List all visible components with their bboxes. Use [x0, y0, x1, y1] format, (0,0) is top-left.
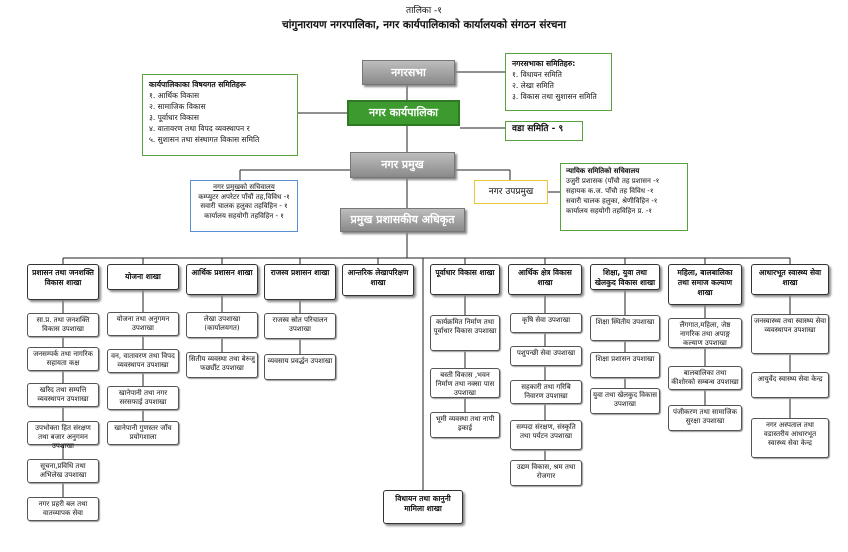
- sub-branch: खानेपानी गुणस्तर जाँच प्रयोगशाला: [107, 421, 179, 445]
- sub-branch: सा.प्र. तथा जनशक्ति विकास उपशाखा: [27, 313, 99, 337]
- branch-head: आर्थिक प्रशासन शाखा: [186, 264, 258, 295]
- committee-item: २. लेखा समिति: [512, 81, 554, 90]
- committee-item: ३. विकास तथा सुशासन समिति: [512, 92, 597, 101]
- sub-branch: खानेपानी तथा नगर सरसफाई उपशाखा: [107, 386, 179, 410]
- sub-branch: उद्यम विकास, श्रम तथा रोजगार: [510, 460, 582, 486]
- sub-branch: सहकारी तथा गरिबि निवारण उपशाखा: [510, 380, 582, 404]
- sub-branch: सूचना,प्रविधि तथा अभिलेख उपशाखा: [27, 459, 99, 483]
- sub-branch: राजस्व स्रोत परिचालन उपशाखा: [264, 313, 336, 339]
- sub-branch: आयुर्वेद स्वास्थ्य सेवा केन्द्र: [751, 372, 829, 398]
- sub-branch: जनसम्पर्क तथा नागरिक सहायता कक्ष: [27, 347, 99, 371]
- branch-head: प्रशासन तथा जनशक्ति विकास शाखा: [27, 264, 99, 300]
- sub-branch: सम्पदा संरक्षण, संस्कृति तथा पर्यटन उपशा…: [510, 420, 582, 450]
- karyapalika-committees: कार्यपालिकाका विषयगत समितिहरू १. आर्थिक …: [142, 74, 298, 156]
- judicial-secretariat: न्यायिक समितिको सचिवालय उजुरी प्रशासक (प…: [560, 163, 688, 231]
- branch-head: आधारभूत स्वास्थ्य सेवा शाखा: [751, 264, 829, 295]
- judicial-item: सवारी चालक हलुका, श्रेणीविहिन -१: [566, 197, 658, 205]
- sub-branch: युवा तथा खेलकुद विकास उपशाखा: [590, 388, 660, 414]
- judicial-item: कार्यालय सहयोगी तहविहिन प्र. -१: [566, 207, 653, 215]
- committee-item: १. विधायन समिति: [512, 70, 562, 79]
- branch-head: पूर्वाधार विकास शाखा: [430, 264, 500, 295]
- sub-branch: योजना तथा अनुगमन उपशाखा: [107, 312, 179, 336]
- sub-branch: व्यवसाय प्रवर्द्धन उपशाखा: [264, 354, 336, 380]
- karyapalika-committees-heading: कार्यपालिकाका विषयगत समितिहरू: [149, 80, 246, 89]
- sub-branch: पशुपन्छी सेवा उपशाखा: [510, 346, 582, 366]
- branch-head: शिक्षा, युवा तथा खेलकुद विकास शाखा: [590, 264, 660, 290]
- branch-head: राजस्व प्रशासन शाखा: [264, 264, 336, 300]
- sub-branch: कार्यक्रमित निर्माण तथा पूर्वाधार विकास …: [430, 315, 500, 351]
- committee-item: २. सामाजिक विकास: [149, 102, 206, 111]
- judicial-item: सहायक क.ज. पाँचौ तह विविध -१: [566, 187, 654, 195]
- vidhayan-branch: विधायन तथा कानुनी मामिला शाखा: [383, 490, 463, 524]
- branch-head: आर्थिक क्षेत्र विकास शाखा: [508, 264, 582, 295]
- branch-head: आन्तरिक लेखापरिक्षण शाखा: [342, 264, 414, 296]
- secretariat-item: कम्प्युटर अपरेटर पाँचौं तह,विविध -१: [198, 192, 290, 201]
- committee-item: ३. पूर्वाधार विकास: [149, 113, 199, 122]
- nagar-upapramukh-box: नगर उपप्रमुख: [474, 180, 548, 204]
- sub-branch: पंजीकरण तथा सामाजिक सुरक्षा उपशाखा: [668, 405, 742, 431]
- committee-item: ४. वातावरण तथा विपद व्यवस्थापन र: [149, 124, 250, 133]
- pramukh-prashasakiya-box: प्रमुख प्रशासकीय अधिकृत: [340, 208, 465, 232]
- sub-branch: नगर प्रहरी बल तथा वातव्यापक सेवा: [27, 497, 99, 521]
- sub-branch: बालबालिका तथा कीशोरको सम्बन्ध उपशाखा: [668, 366, 742, 390]
- secretariat-heading: नगर प्रमुखको सचिवालय: [213, 183, 275, 191]
- nagar-karyapalika-box: नगर कार्यपालिका: [347, 100, 460, 126]
- nagar-pramukh-box: नगर प्रमुख: [350, 152, 455, 178]
- sub-branch: कृषि सेवा उपशाखा: [510, 313, 582, 333]
- pramukh-secretariat: नगर प्रमुखको सचिवालय कम्प्युटर अपरेटर पा…: [190, 180, 298, 232]
- sub-branch: उपभोक्ता हित संरक्षण तथा बजार अनुगमन उपश…: [27, 421, 99, 450]
- secretariat-item: सवारी चालक हलुका तहविहिन - १: [200, 202, 288, 210]
- sub-branch: शिक्षा स्थितीय उपशाखा: [590, 315, 660, 341]
- branch-head: योजना शाखा: [107, 264, 179, 290]
- ward-committee-box: वडा समिति - ९: [505, 121, 583, 141]
- secretariat-item: कार्यालय सहयोगी तहविहिन - १: [204, 211, 284, 220]
- page-title: चांगुनारायण नगरपालिका, नगर कार्यपालिकाको…: [282, 19, 566, 31]
- sub-branch: सितीय व्यवस्था तथा बेरुजु फर्छ्यौट उपशाख…: [186, 352, 258, 378]
- sub-branch: लेखा उपशाखा (कार्यालयगत): [186, 312, 258, 338]
- sabha-committees: नगरसभाका समितिहरु: १. विधायन समिति २. ले…: [505, 53, 612, 111]
- sub-branch: भूमी व्यवस्था तथा नापी इकाई: [430, 412, 500, 438]
- branch-head: महिला, बालबालिका तथा समाज कल्याण शाखा: [668, 264, 742, 305]
- sub-branch: शिक्षा प्रशासन उपशाखा: [590, 352, 660, 378]
- sub-branch: लैंगगात,महिला, जेष्ठ नागरिक तथा अपाङ्ग क…: [668, 318, 742, 348]
- judicial-heading: न्यायिक समितिको सचिवालय: [566, 167, 640, 175]
- table-number: तालिका -१: [406, 6, 442, 16]
- sub-branch: बस्ती विकास ,भवन निर्माण तथा नक्सा पास उ…: [430, 368, 500, 398]
- judicial-item: उजुरी प्रशासक (पाँचौ तह प्रशासन -१: [566, 177, 660, 185]
- sub-branch: खरिद तथा सम्पत्ति व्यवस्थापन उपशाखा: [27, 383, 99, 407]
- nagar-sabha-box: नगरसभा: [362, 60, 455, 85]
- committee-item: १. आर्थिक विकास: [149, 91, 200, 100]
- committee-item: ५. सुशासन तथा संस्थागत विकास समिति: [149, 135, 260, 144]
- sabha-committees-heading: नगरसभाका समितिहरु:: [512, 59, 576, 68]
- sub-branch: वन, वातावरण तथा विपद व्यवस्थापन उपशाखा: [107, 349, 179, 373]
- sub-branch: जनस्वास्थ्य तथा स्वास्थ्य सेवा व्यवस्थाप…: [751, 314, 829, 354]
- sub-branch: नगर अस्पताल तथा वडास्तरीय आधारभूत स्वास्…: [751, 418, 829, 458]
